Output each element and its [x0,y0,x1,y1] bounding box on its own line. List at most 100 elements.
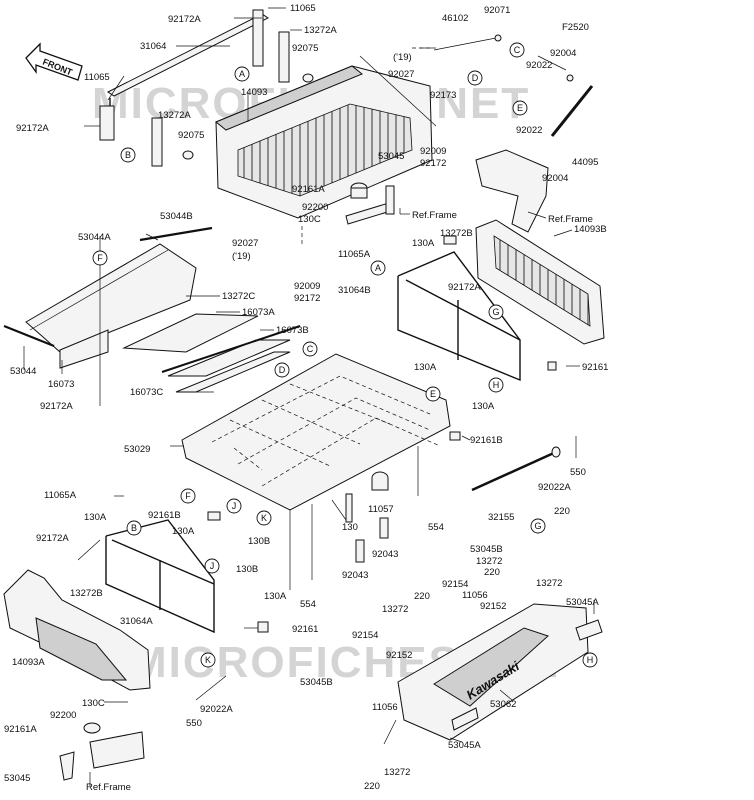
part-label: 130C [82,698,105,709]
svg-text:E: E [430,389,436,399]
rod-46102 [433,34,502,51]
part-label: 92009 [420,146,446,157]
part-label: 53045A [566,597,599,608]
svg-text:F: F [97,253,103,263]
part-label: 92161A [4,724,37,735]
part-label: 13272B [440,228,473,239]
bed-53029 [181,353,451,511]
part-label: 92154 [442,579,468,590]
tailgate-53062: Kawasaki [397,603,603,741]
frame-31064b [397,235,557,382]
part-label: 16073B [276,325,309,336]
svg-text:J: J [210,561,215,571]
part-label: 130B [236,564,258,575]
bracket-right-top [475,149,549,233]
part-label: 13272 [476,556,502,567]
svg-text:H: H [493,380,500,390]
part-label: 11065A [44,490,77,501]
callout-k-1: K [256,510,272,526]
part-label: 92161B [470,435,503,446]
ref-frame-label-3: Ref.Frame [86,782,131,793]
svg-text:H: H [587,655,594,665]
part-label: 13272B [70,588,103,599]
part-label: 53045 [4,773,30,784]
callout-c-1: C [509,42,525,58]
callout-k-2: K [200,652,216,668]
part-label: 92172A [16,123,49,134]
part-label: 31064B [338,285,371,296]
part-label: 92043 [342,570,368,581]
part-label: 220 [414,591,430,602]
part-label: 53045A [448,740,481,751]
part-label: 130A [84,512,107,523]
svg-text:C: C [514,45,521,55]
svg-text:D: D [279,365,286,375]
svg-text:D: D [472,73,479,83]
part-label: 92172A [36,533,69,544]
svg-text:B: B [125,150,131,160]
part-label: 130B [248,536,270,547]
callout-j-2: J [204,558,220,574]
callout-f-1: F [92,250,108,266]
part-label: 92022 [516,125,542,136]
part-label: 13272A [304,25,337,36]
part-label: 11057 [368,504,394,515]
part-label: 220 [554,506,570,517]
rod-44095 [550,74,594,137]
part-label: 92004 [542,173,568,184]
callout-d-1: D [467,70,483,86]
part-label: 554 [300,599,316,610]
part-label: 92075 [178,130,204,141]
part-label: 92200 [50,710,76,721]
callout-j-1: J [226,498,242,514]
svg-text:E: E [517,103,523,113]
part-label: 53044 [10,366,36,377]
svg-text:B: B [131,523,137,533]
front-arrow-icon: FRONT [25,42,83,81]
part-label: 53029 [124,444,150,455]
callout-h-1: H [488,377,504,393]
part-label: 92172 [294,293,320,304]
svg-text:A: A [375,263,381,273]
part-label: 31064A [120,616,153,627]
part-label: 92172A [168,14,201,25]
part-label: 14093 [241,87,267,98]
part-label: 53044B [160,211,193,222]
part-label: 11065 [84,72,110,83]
callout-b-1: B [120,147,136,163]
part-label: 46102 [442,13,468,24]
panel-14093 [215,65,433,219]
svg-text:J: J [232,501,237,511]
part-label: 92071 [484,5,510,16]
part-label: 92027 [232,238,258,249]
callout-a-1: A [234,66,250,82]
part-label: 16073A [242,307,275,318]
frame-31064a [105,519,269,634]
part-label: 31064 [140,41,166,52]
svg-text:G: G [492,307,499,317]
bed-hardware [207,431,461,563]
part-label: 92172A [40,401,73,412]
part-label: 13272 [384,767,410,778]
part-label: 11056 [372,702,398,713]
latch-53045 [59,722,145,781]
leader-lines [23,7,595,786]
part-label: 92004 [550,48,576,59]
part-label: 92152 [480,601,506,612]
part-label: 550 [186,718,202,729]
part-labels: 92172A 11065 13272A 31064 92075 11065 13… [4,3,608,792]
part-label: 92009 [294,281,320,292]
bracket-53045 [345,182,395,225]
panel-14093a [3,569,151,691]
part-label: 130A [472,401,495,412]
panel-14093b [475,219,605,345]
part-label: 220 [484,567,500,578]
part-label: 92161 [582,362,608,373]
part-label: 92172A [448,282,481,293]
ref-frame-label-2: Ref.Frame [548,214,593,225]
figure-code: F2520 [562,22,589,33]
part-label: 53045B [300,677,333,688]
part-label: 130A [172,526,195,537]
callout-g-1: G [488,304,504,320]
